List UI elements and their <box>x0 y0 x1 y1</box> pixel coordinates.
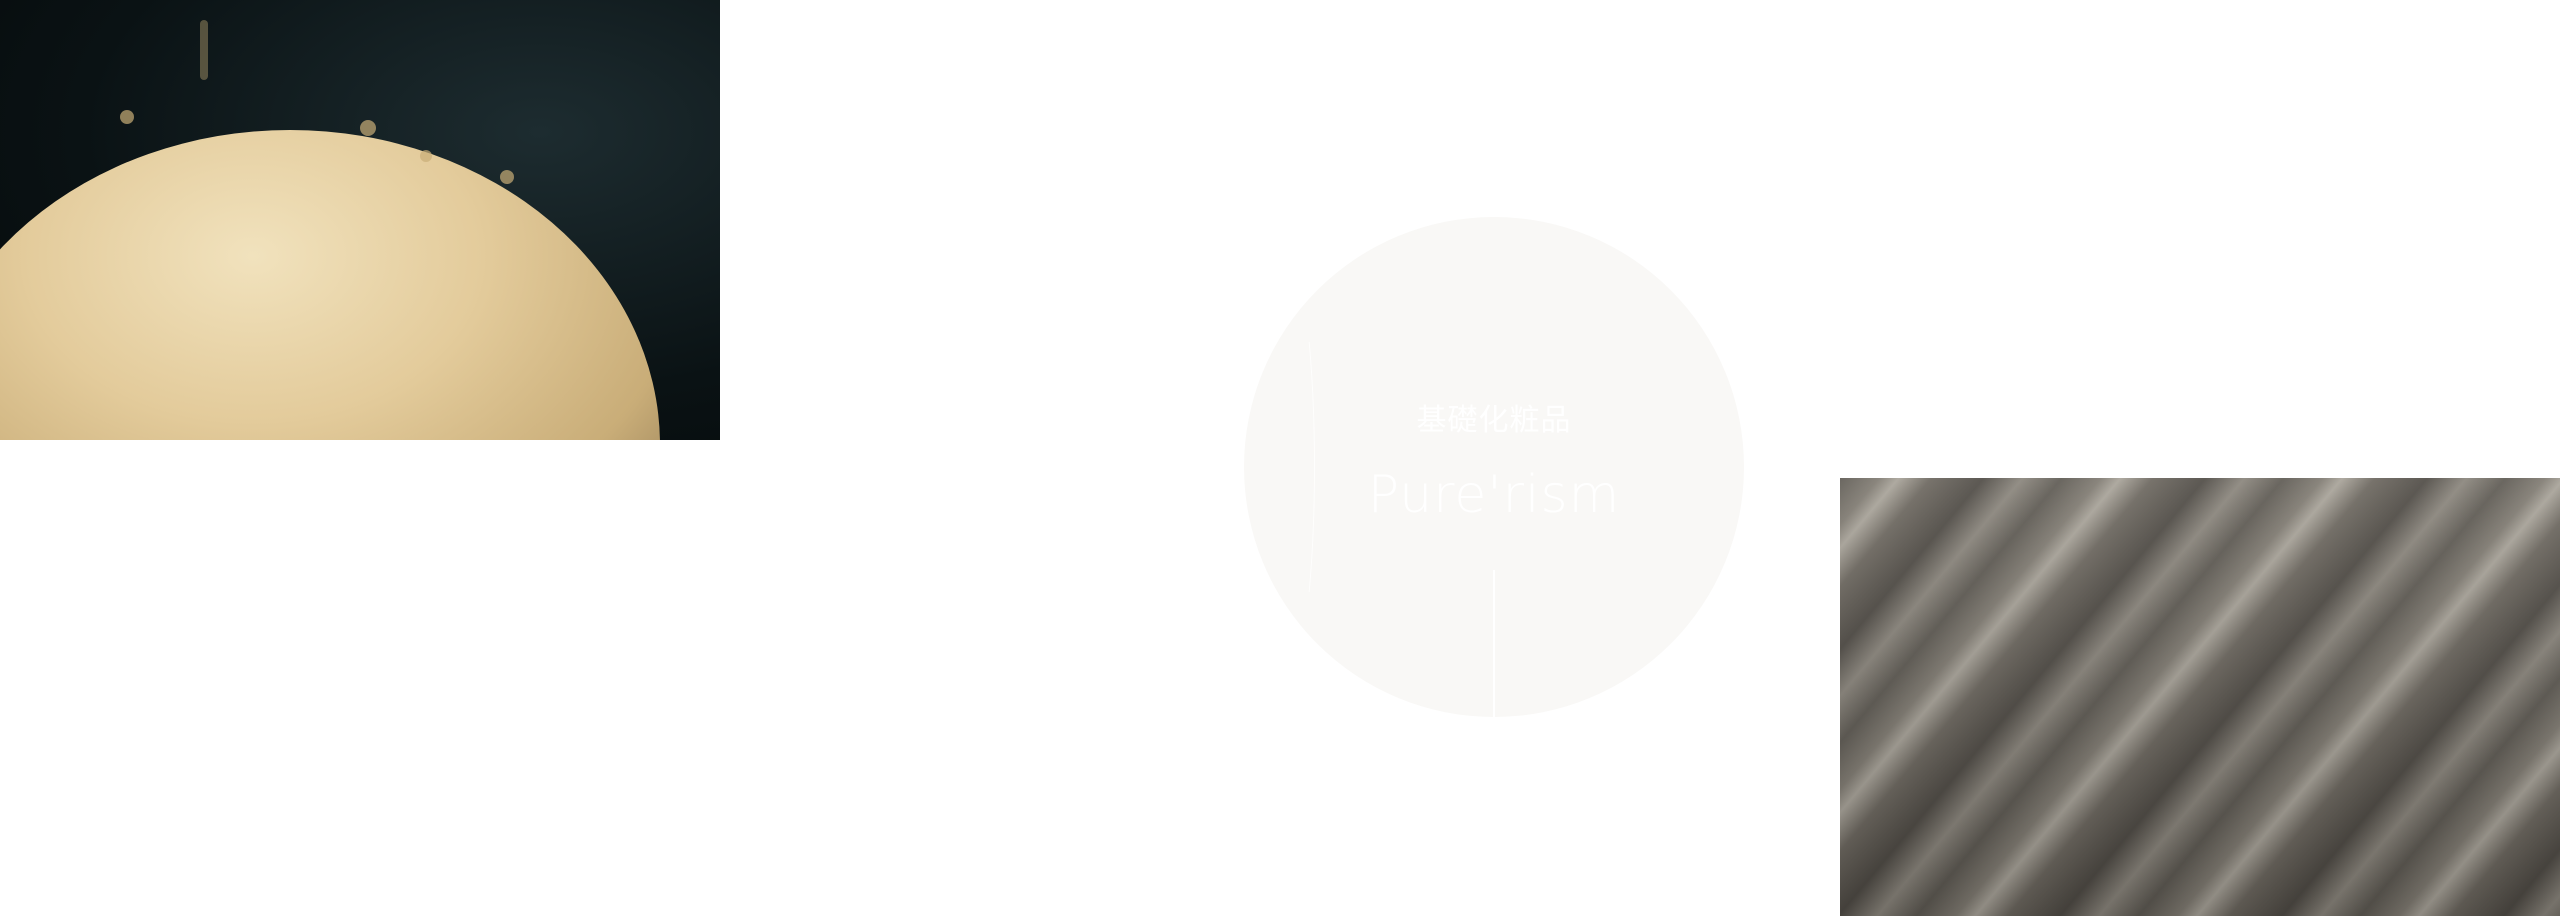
powder-particle <box>500 170 514 184</box>
brand-name: Pure'rism <box>1367 465 1621 525</box>
category-label: 基礎化粧品 <box>1416 403 1572 438</box>
powder-particle <box>420 150 432 162</box>
vertical-divider <box>1493 570 1495 717</box>
powder-photo <box>0 0 720 440</box>
brand-circle[interactable]: 基礎化粧品 Pure'rism <box>1244 217 1744 717</box>
powder-pile <box>0 130 660 440</box>
clay-texture-photo <box>1840 478 2560 916</box>
powder-stream <box>200 20 208 80</box>
powder-particle <box>360 120 376 136</box>
circle-arc-decoration <box>1234 342 1315 592</box>
powder-particle <box>120 110 134 124</box>
